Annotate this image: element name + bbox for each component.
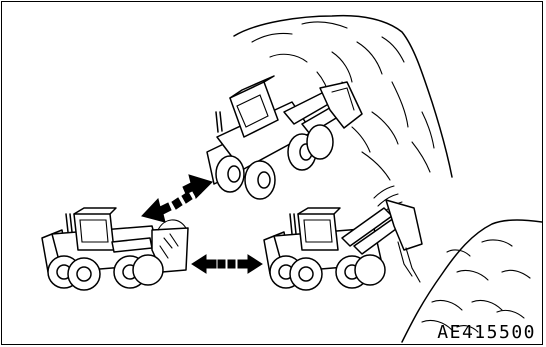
diagonal-double-arrow: [142, 175, 212, 222]
illustration: [2, 2, 543, 345]
loader-dumping-load: [264, 200, 422, 290]
horizontal-double-arrow: [192, 255, 262, 273]
loader-carrying-load: [42, 208, 188, 290]
loader-digging-pile: [207, 76, 362, 199]
figure-code: AE415500: [437, 324, 536, 342]
